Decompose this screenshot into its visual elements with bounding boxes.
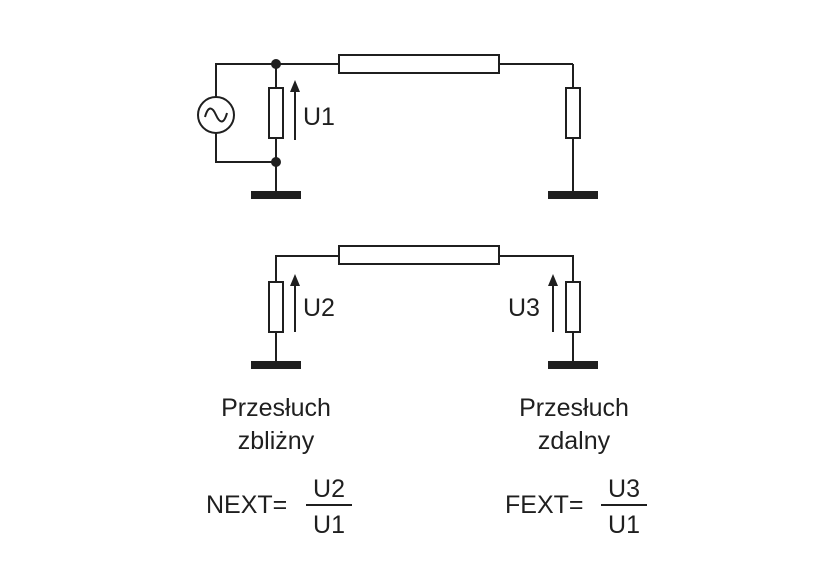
bottom-transmission-line [338, 245, 500, 265]
junction-dot-top [271, 59, 281, 69]
next-caption-line2: zbliżny [238, 427, 315, 455]
u2-label: U2 [303, 294, 335, 322]
next-formula-numerator: U2 [313, 475, 345, 503]
u1-label: U1 [303, 103, 335, 131]
fext-formula-name: FEXT= [505, 491, 584, 519]
bottom-near-resistor [268, 281, 284, 333]
top-transmission-line [338, 54, 500, 74]
fext-caption-line2: zdalny [538, 427, 611, 455]
bottom-far-ground-icon [548, 361, 598, 369]
bottom-near-ground-icon [251, 361, 301, 369]
fext-formula: FEXT= U3 U1 [505, 475, 647, 539]
u3-voltage-arrow-icon [548, 274, 558, 332]
top-near-resistor [268, 87, 284, 139]
top-source-loop-wire [215, 63, 276, 163]
captions: Przesłuch zbliżny Przesłuch zdalny [221, 394, 629, 455]
u2-voltage-arrow-icon [290, 274, 300, 332]
top-far-resistor [565, 87, 581, 139]
top-circuit: U1 [197, 54, 598, 199]
next-formula: NEXT= U2 U1 [206, 475, 352, 539]
top-far-ground-icon [548, 191, 598, 199]
junction-dot-bottom [271, 157, 281, 167]
fext-caption-line1: Przesłuch [519, 394, 629, 422]
bottom-circuit: U2 U3 [251, 245, 598, 369]
fext-formula-numerator: U3 [608, 475, 640, 503]
next-formula-denominator: U1 [313, 511, 345, 539]
fext-formula-denominator: U1 [608, 511, 640, 539]
next-caption-line1: Przesłuch [221, 394, 331, 422]
top-near-ground-icon [251, 191, 301, 199]
u3-label: U3 [508, 294, 540, 322]
bottom-far-resistor [565, 281, 581, 333]
u1-voltage-arrow-icon [290, 80, 300, 140]
next-formula-name: NEXT= [206, 491, 287, 519]
ac-source-icon [197, 96, 235, 134]
